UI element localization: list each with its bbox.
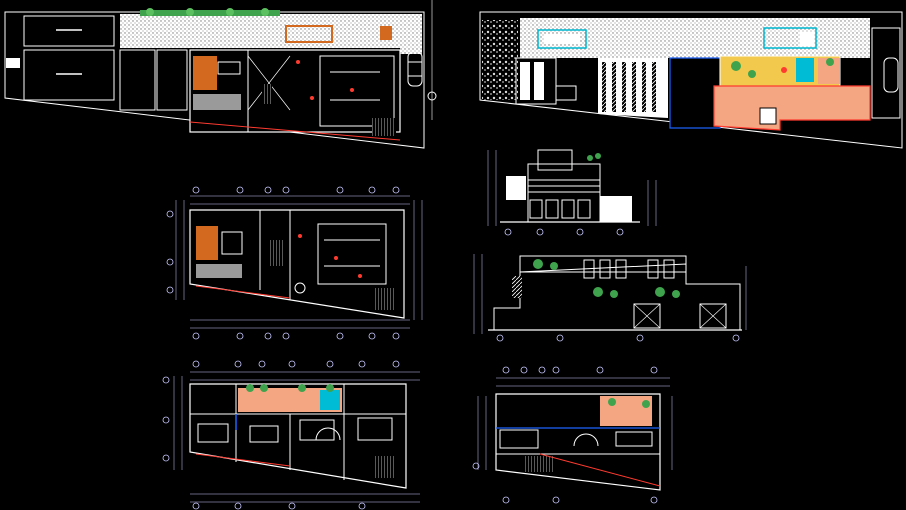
garage-zone	[196, 226, 218, 260]
staircase	[270, 240, 284, 266]
neighbor-block	[23, 15, 115, 47]
garage-door	[633, 303, 661, 329]
elevation-outline	[493, 263, 741, 331]
roof-terrace	[719, 55, 841, 87]
planters	[246, 384, 334, 392]
level-markers	[473, 254, 747, 334]
wall-panel	[506, 176, 526, 200]
wall-panel	[600, 196, 632, 222]
north-arrow-icon	[427, 0, 437, 120]
meter-box	[6, 58, 20, 68]
property-line	[195, 453, 291, 467]
roof-mass	[598, 58, 668, 118]
grid-markers	[166, 186, 400, 340]
open-courtyard	[669, 57, 721, 129]
pool	[320, 390, 340, 410]
site-plan-ground	[4, 0, 437, 149]
facade-block	[527, 163, 601, 223]
front-yard-paving	[600, 18, 870, 58]
staircase	[374, 288, 396, 310]
pool-outline	[537, 29, 587, 49]
side-paving	[400, 14, 422, 54]
staircase	[524, 456, 554, 472]
grid-markers	[472, 366, 658, 504]
garage-bay	[156, 49, 188, 111]
garage-door	[699, 303, 727, 329]
property-line	[539, 453, 661, 487]
floor-outline	[189, 383, 407, 489]
dimension-grid	[477, 377, 673, 470]
upper-floor-plan	[162, 360, 420, 510]
dimension-grid	[175, 195, 423, 329]
pool-outline	[763, 27, 817, 49]
neighbor-block	[23, 49, 115, 101]
property-line	[189, 121, 401, 141]
garden-terrace	[713, 85, 871, 131]
garage-bay	[119, 49, 156, 111]
level-markers	[487, 150, 657, 226]
roof-plan	[472, 366, 673, 504]
site-plan-roof	[479, 11, 903, 149]
hedge-planting	[140, 8, 280, 16]
lot-boundary	[4, 11, 425, 149]
elevation-planting	[533, 259, 680, 298]
side-elevation	[473, 254, 747, 342]
car-symbol	[407, 51, 423, 87]
gravel-garden	[482, 20, 518, 100]
front-elevation	[487, 149, 657, 236]
dimension-grid	[173, 371, 420, 503]
staircase	[374, 456, 394, 478]
property-line	[195, 285, 291, 299]
roof-outline	[495, 393, 661, 491]
floor-outline	[189, 209, 405, 319]
front-yard-paving	[120, 14, 402, 48]
car-symbol	[883, 57, 899, 93]
ground-floor-plan	[166, 186, 423, 340]
house-footprint	[189, 25, 401, 136]
upper-windows	[583, 259, 675, 279]
lot-boundary	[479, 11, 903, 149]
facade-windows	[529, 199, 591, 219]
grid-markers	[162, 360, 400, 510]
